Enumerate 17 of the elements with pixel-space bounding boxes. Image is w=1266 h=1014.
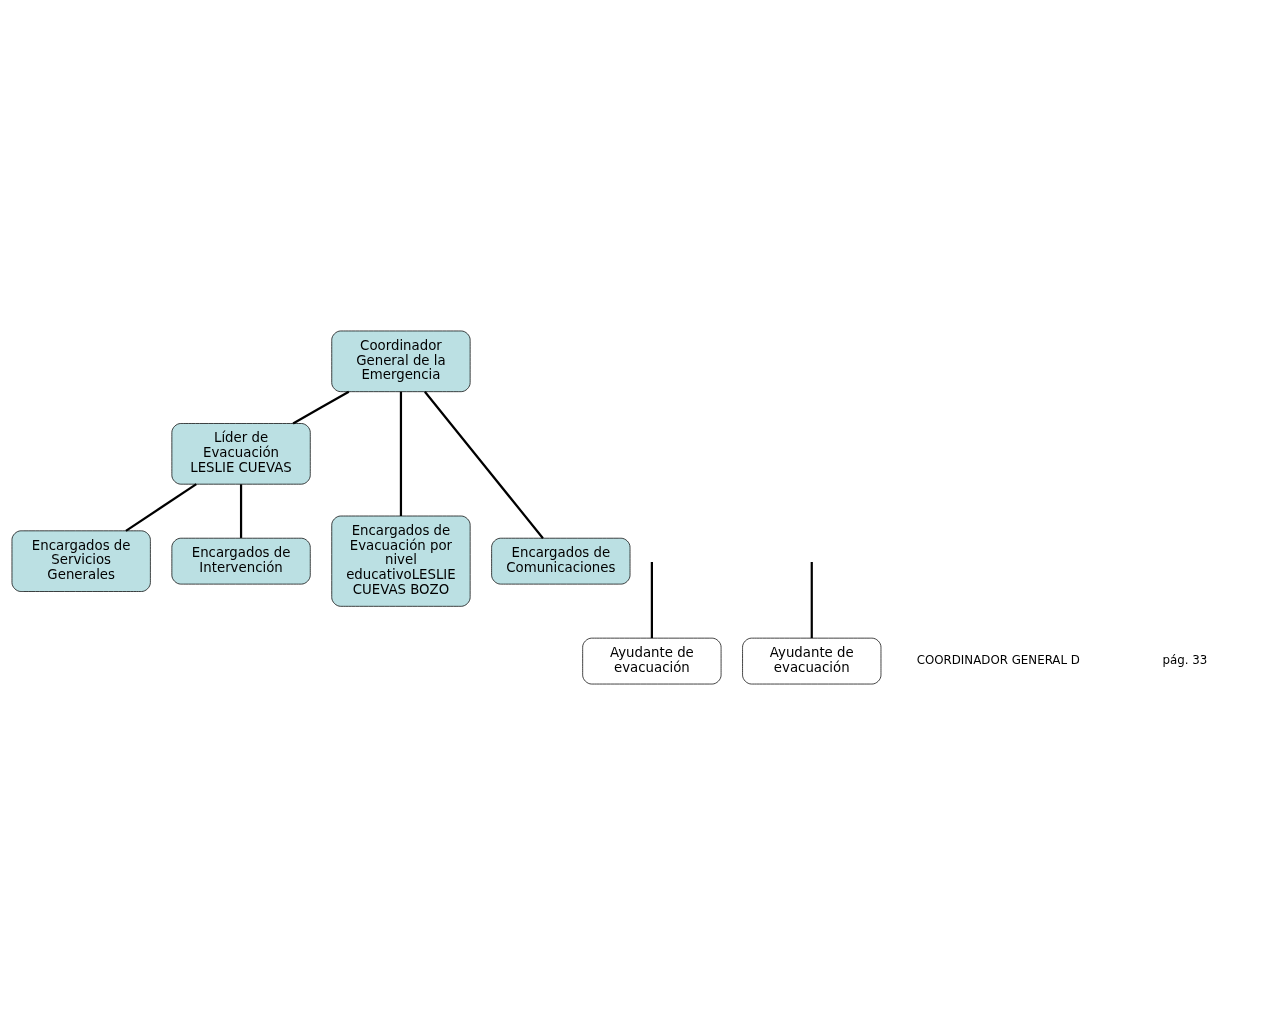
connector: [810, 561, 813, 638]
connector: [650, 561, 653, 638]
connector: [424, 390, 544, 539]
label: pág. 33: [1162, 652, 1208, 667]
connector: [239, 483, 243, 538]
connector: [125, 482, 197, 532]
node-box: Encargados de Servicios Generales: [11, 529, 151, 592]
label: COORDINADOR GENERAL D: [916, 652, 1080, 667]
node-box: Coordinador General de la Emergencia: [331, 330, 471, 392]
node-box: Líder de Evacuación LESLIE CUEVAS: [171, 422, 311, 485]
node-box: Encargados de Intervención: [171, 537, 311, 584]
connector: [292, 390, 350, 424]
node-box: Ayudante de evacuación: [742, 637, 882, 684]
connector: [399, 391, 403, 516]
node-box: Encargados de Comunicaciones: [491, 537, 631, 584]
node-box: Encargados de Evacuación por nivel educativoLESLIE CUEVAS BOZO: [331, 515, 471, 607]
node-box: Ayudante de evacuación: [582, 637, 722, 684]
